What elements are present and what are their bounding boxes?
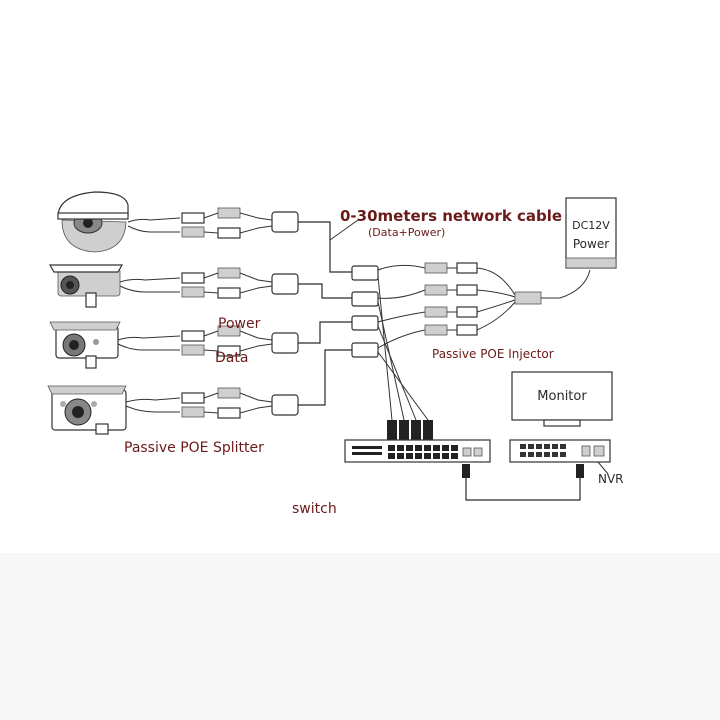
power-supply-label-1: DC12V: [572, 219, 610, 232]
switch-connectors: [387, 420, 433, 442]
cable-label: 0-30meters network cable: [340, 207, 562, 225]
bullet-camera-icon: [49, 321, 121, 369]
monitor-icon: Monitor: [511, 371, 613, 427]
camera-cables: [117, 217, 181, 413]
power-label: Power: [218, 316, 261, 332]
nvr-icon: [509, 439, 611, 475]
switch-nvr-cable: [462, 464, 584, 501]
switch-label: switch: [292, 501, 337, 517]
poe-injector-icon: [351, 262, 591, 421]
bottom-background: [0, 553, 720, 720]
power-supply-label-2: Power: [573, 237, 609, 251]
power-supply-icon: DC12V Power: [565, 197, 617, 269]
network-cables: [298, 219, 359, 406]
cable-sublabel: (Data+Power): [368, 226, 445, 239]
monitor-label: Monitor: [537, 389, 587, 404]
splitter-connectors: [181, 207, 299, 419]
splitter-label: Passive POE Splitter: [124, 440, 264, 456]
injector-label: Passive POE Injector: [432, 347, 554, 361]
bullet-camera-icon: [47, 385, 127, 435]
data-label: Data: [215, 350, 248, 366]
nvr-label: NVR: [598, 472, 624, 486]
network-switch-icon: [344, 439, 491, 463]
dome-camera-icon: [57, 191, 129, 253]
bullet-camera-icon: [48, 264, 124, 308]
